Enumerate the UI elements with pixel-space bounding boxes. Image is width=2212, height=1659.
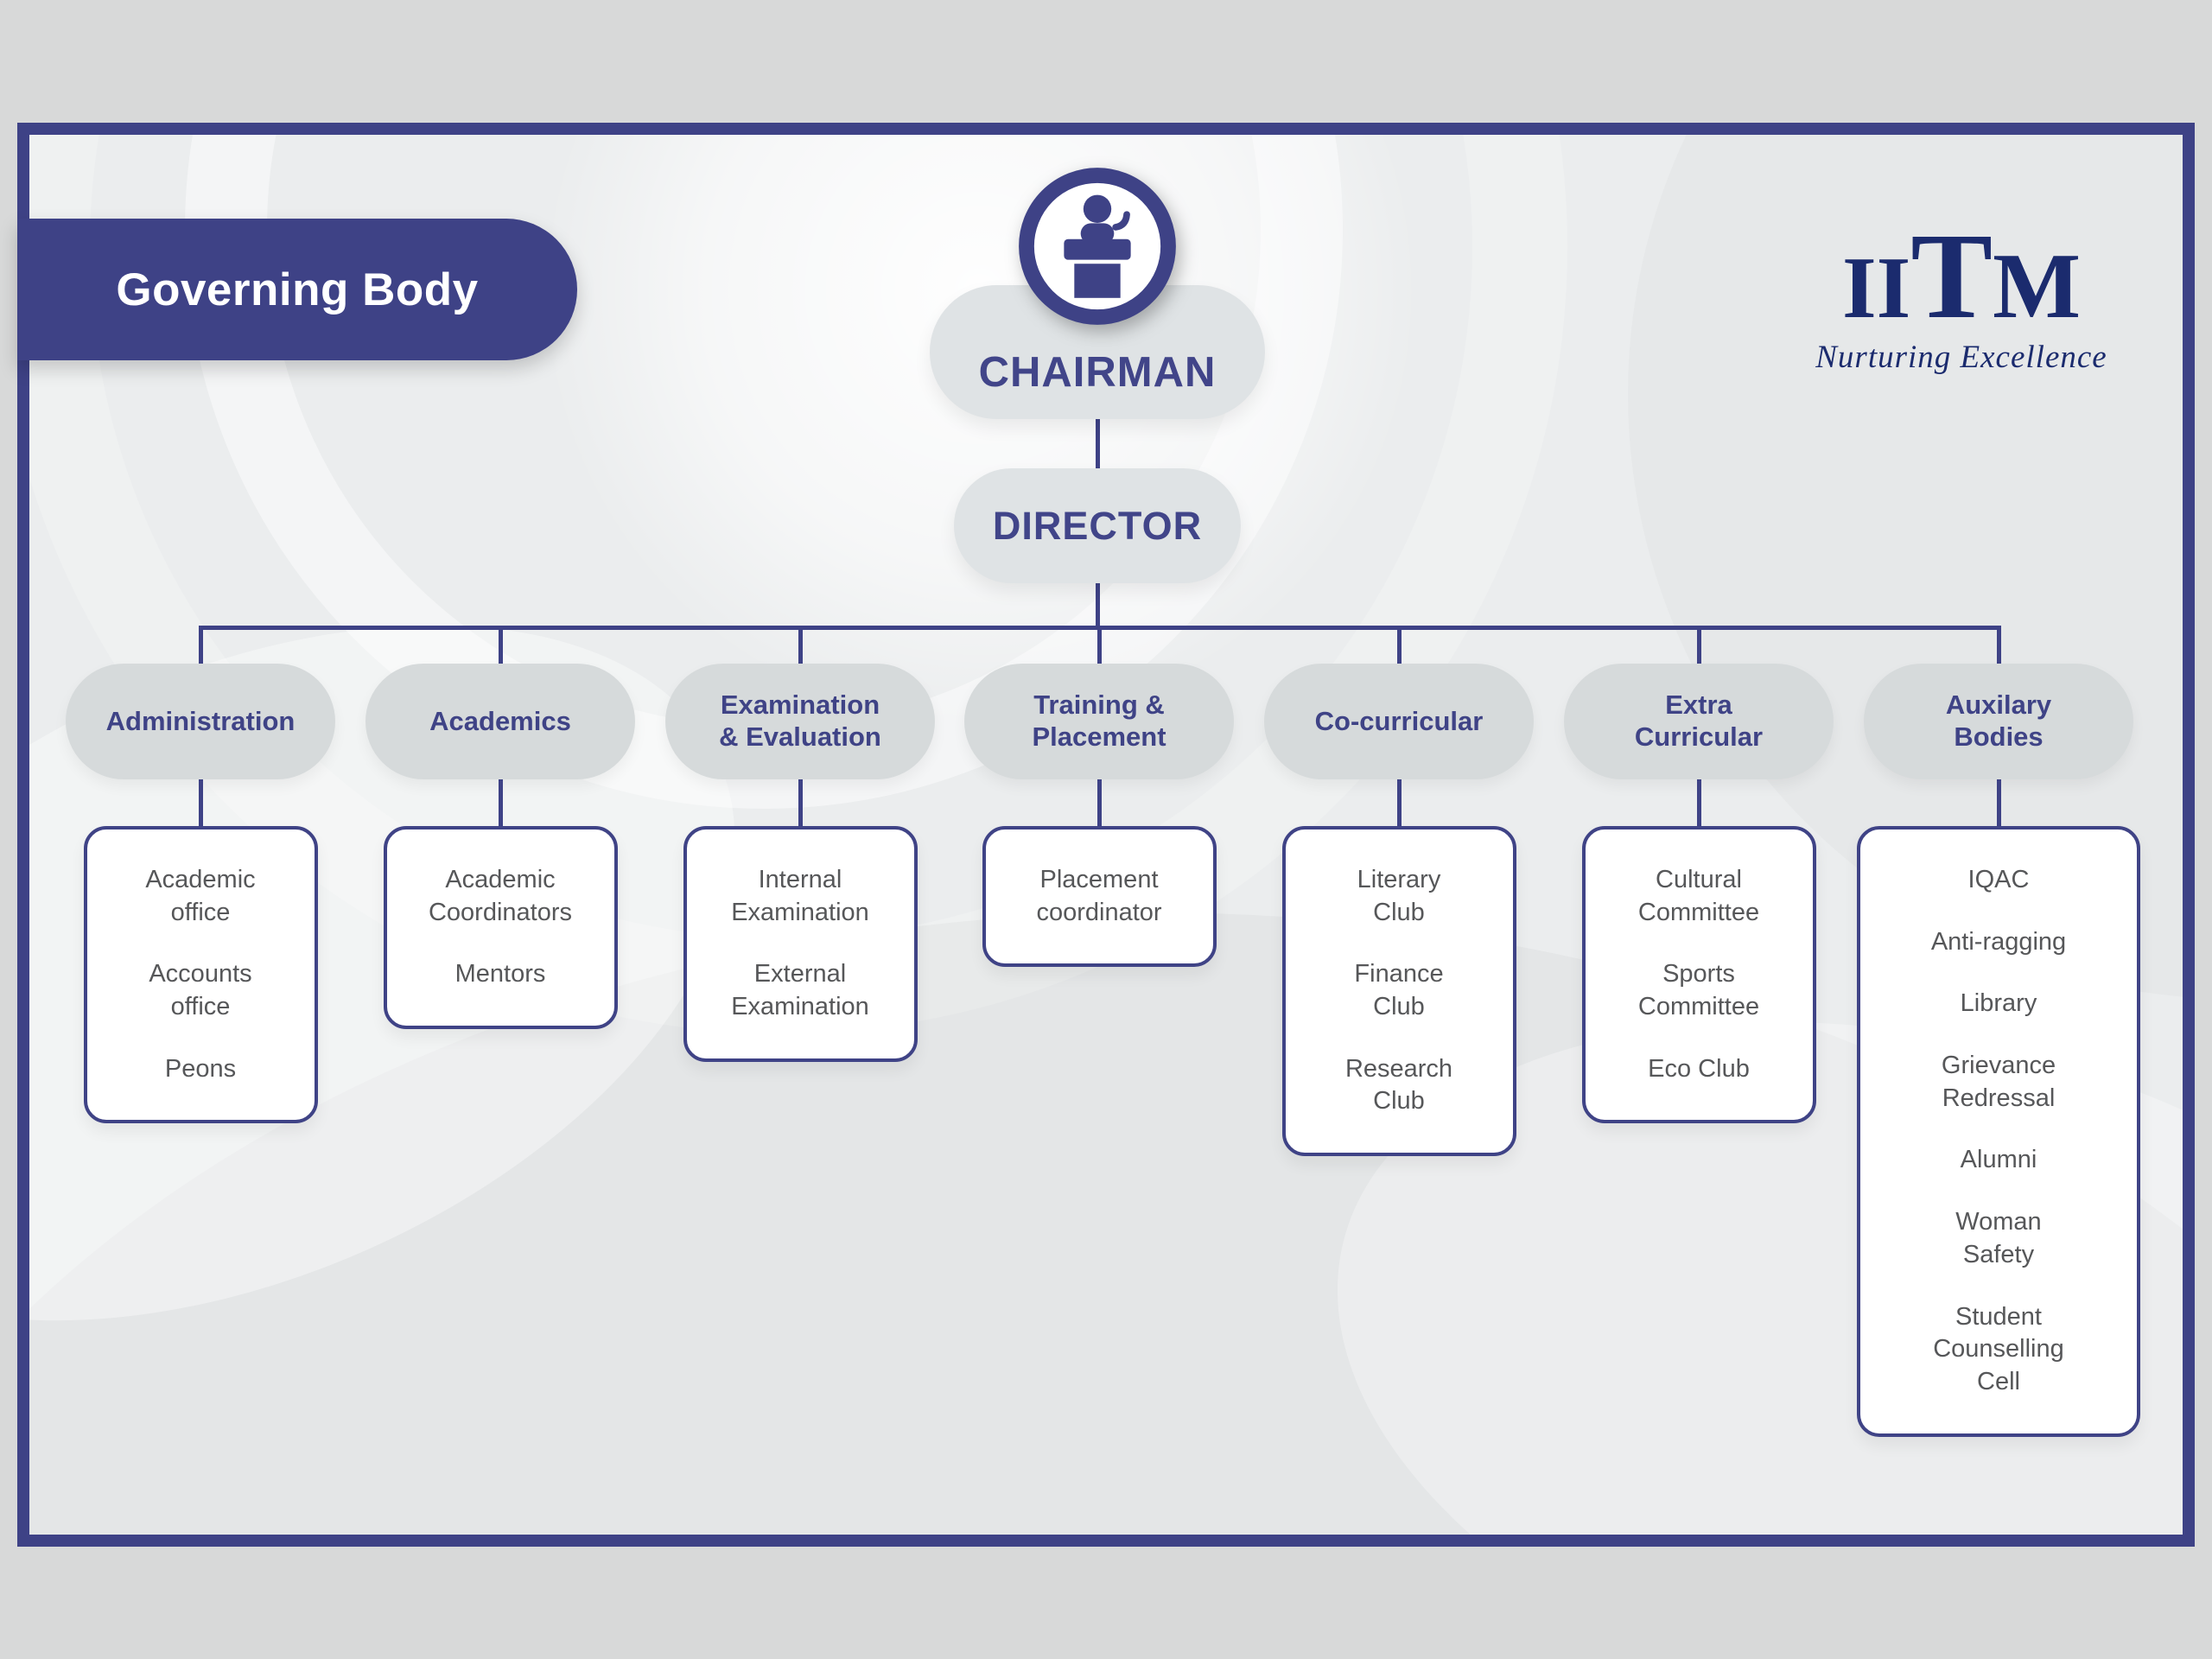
branch-item: Sports Committee [1637,960,1760,1021]
chairman-label: CHAIRMAN [978,349,1217,396]
branch-item: Library [1960,989,2037,1018]
podium-speaker-icon [1019,168,1176,325]
branch-item: Student Counselling Cell [1933,1302,2064,1395]
branch-item: Internal Examination [731,866,869,926]
branch-pill: Administration [66,664,335,779]
branch-column: Examination & Evaluation Internal Examin… [651,626,950,1062]
branch-pill: Auxilary Bodies [1864,664,2133,779]
logo-tagline: Nurturing Excellence [1815,340,2107,375]
connector-rail-to-pill [1996,626,2001,664]
title-banner: Governing Body [17,219,577,360]
branch-pill: Academics [365,664,635,779]
connector-rail-to-pill [1096,626,1102,664]
branch-label: Co-curricular [1314,705,1484,736]
branch-item: Mentors [454,960,546,988]
connector-rail-to-pill [798,626,803,664]
logo-wordmark: IITM [1841,207,2082,344]
branch-item: Accounts office [149,960,252,1021]
connector-rail-to-pill [1696,626,1701,664]
branch-label: Training & Placement [1032,690,1166,752]
connector-director-branches [1096,582,1100,630]
branch-item: External Examination [731,960,869,1021]
connector-pill-to-box [1096,779,1102,826]
page-title: Governing Body [116,264,479,315]
branch-item: IQAC [1967,866,2030,893]
branch-item: Cultural Committee [1637,866,1760,926]
branch-label: Administration [105,705,296,736]
connector-rail-to-pill [1396,626,1402,664]
branch-pill: Extra Curricular [1564,664,1834,779]
iitm-logo: IITM Nurturing Excellence [1810,214,2113,376]
branch-pill: Examination & Evaluation [665,664,935,779]
connector-pill-to-box [1696,779,1701,826]
branch-item: Alumni [1960,1146,2037,1174]
branch-item: Eco Club [1648,1054,1750,1083]
connector-pill-to-box [198,779,203,826]
branch-item: Research Club [1344,1054,1453,1116]
branch-item: Academic Coordinators [428,866,573,926]
director-node: DIRECTOR [954,468,1241,583]
branch-item: Grievance Redressal [1941,1052,2056,1112]
branch-label: Auxilary Bodies [1945,690,2052,752]
connector-rail-to-pill [498,626,503,664]
director-label: DIRECTOR [992,503,1203,548]
branch-column: Training & Placement Placement coordinat… [950,626,1249,968]
connector-rail-to-pill [198,626,203,664]
branch-items-box: Placement coordinator [982,826,1217,968]
branch-item: Academic office [145,866,256,926]
connector-pill-to-box [1396,779,1402,826]
branch-item: Anti-ragging [1930,927,2067,956]
branch-pill: Co-curricular [1264,664,1534,779]
branch-pill: Training & Placement [964,664,1234,779]
branch-item: Woman Safety [1955,1208,2042,1268]
branch-label: Examination & Evaluation [719,690,881,752]
connector-pill-to-box [498,779,503,826]
branch-label: Extra Curricular [1634,690,1764,752]
branch-label: Academics [429,705,571,736]
branch-item: Peons [164,1054,237,1083]
branch-item: Finance Club [1354,960,1444,1021]
connector-pill-to-box [1996,779,2001,826]
connector-pill-to-box [798,779,803,826]
branch-item: Placement coordinator [1036,866,1162,926]
branch-item: Literary Club [1357,866,1441,926]
connector-chairman-director [1096,417,1100,470]
